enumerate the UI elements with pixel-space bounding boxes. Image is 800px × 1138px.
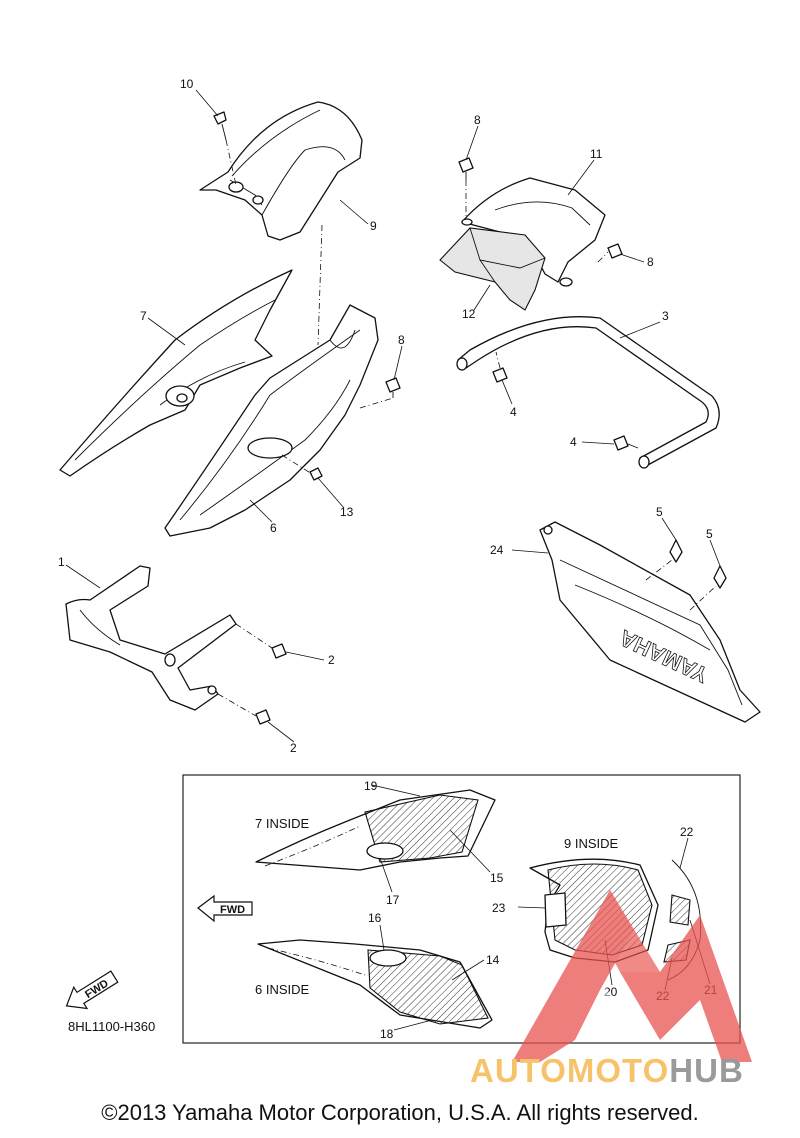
- watermark-text-part1: AUTOMOTO: [470, 1052, 670, 1089]
- part-2-bolt-upper: [235, 623, 287, 659]
- inset-callout-15: 15: [490, 871, 504, 885]
- callout-11: 11: [590, 147, 603, 161]
- part-code: 8HL1100-H360: [68, 1019, 155, 1034]
- callout-5-left: 5: [656, 505, 663, 519]
- watermark-logo: [512, 890, 752, 1062]
- part-7-side-cover: [59, 269, 293, 477]
- callout-8-side: 8: [398, 333, 405, 347]
- callout-9: 9: [370, 219, 377, 233]
- part-8-clip-upper: [458, 157, 474, 218]
- label-6-inside: 6 INSIDE: [255, 982, 310, 997]
- callout-2-upper: 2: [328, 653, 335, 667]
- watermark-text: AUTOMOTOHUB: [470, 1052, 790, 1090]
- part-12-inner-cover: [439, 227, 546, 311]
- part-6-side-cover: [164, 304, 379, 537]
- fwd-arrow: FWD: [65, 970, 119, 1010]
- part-5-rivet-left: [645, 539, 683, 581]
- callout-10: 10: [180, 77, 194, 91]
- part-2-bolt-lower: [217, 693, 271, 725]
- copyright-notice: ©2013 Yamaha Motor Corporation, U.S.A. A…: [101, 1100, 699, 1125]
- part-8-clip-side: [359, 377, 401, 409]
- part-4-bolt-upper: [492, 351, 508, 383]
- inset-part-7-inside: [255, 789, 496, 871]
- part-5-rivet-right: [689, 565, 727, 611]
- inset-callout-17: 17: [386, 893, 400, 907]
- inset-fwd-label: FWD: [220, 904, 245, 916]
- callout-24: 24: [490, 543, 504, 557]
- leader-lines: [65, 89, 721, 743]
- callout-2-lower: 2: [290, 741, 297, 755]
- part-11-rear-cover: [461, 177, 606, 287]
- inset-fwd-arrow: FWD: [197, 894, 253, 923]
- callout-8-top: 8: [474, 113, 481, 127]
- inset-callout-19: 19: [364, 779, 378, 793]
- part-4-bolt-lower: [613, 435, 639, 451]
- inset-part-6-inside: [257, 939, 493, 1029]
- callout-8-right: 8: [647, 255, 654, 269]
- label-9-inside: 9 INSIDE: [564, 836, 619, 851]
- inset-callout-22-top: 22: [680, 825, 694, 839]
- callout-12: 12: [462, 307, 476, 321]
- label-7-inside: 7 INSIDE: [255, 816, 310, 831]
- callout-13: 13: [340, 505, 354, 519]
- inset-callout-16: 16: [368, 911, 382, 925]
- callout-6: 6: [270, 521, 277, 535]
- part-3-grab-bar: [456, 316, 720, 469]
- part-13-screw: [281, 454, 323, 481]
- part-9-seat-cowl: [199, 101, 363, 241]
- assembly-line-9-to-6: [317, 224, 323, 346]
- callout-7: 7: [140, 309, 147, 323]
- watermark-text-part2: HUB: [669, 1052, 744, 1089]
- inset-callout-20: 20: [604, 985, 618, 999]
- inset-callout-18: 18: [380, 1027, 394, 1041]
- part-8-clip-right: [597, 243, 623, 263]
- inset-leader-lines: [371, 784, 711, 1031]
- callout-5-right: 5: [706, 527, 713, 541]
- inset-callout-14: 14: [486, 953, 500, 967]
- inset-callout-23: 23: [492, 901, 506, 915]
- callout-1: 1: [58, 555, 65, 569]
- inset-box: [182, 774, 741, 1044]
- callout-4-lower: 4: [570, 435, 577, 449]
- part-24-rear-panel: YAMAHA: [539, 521, 761, 723]
- part-1-bracket: [65, 565, 237, 711]
- callout-3: 3: [662, 309, 669, 323]
- callout-4-upper: 4: [510, 405, 517, 419]
